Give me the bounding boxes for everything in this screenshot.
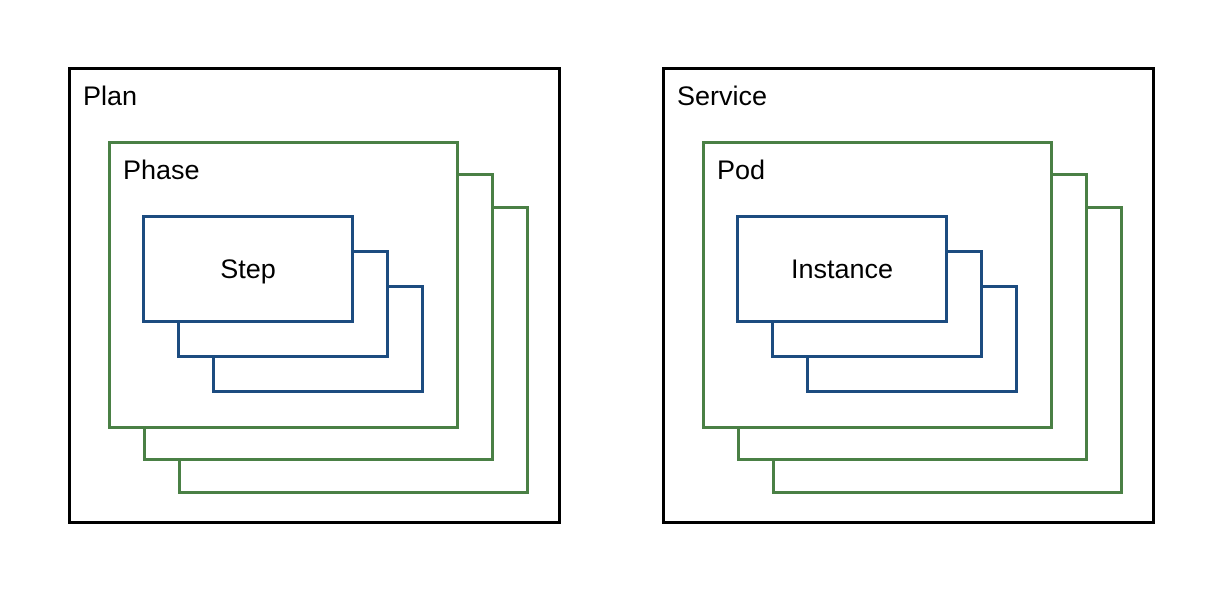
inner-label-step: Step — [220, 253, 276, 284]
middle-label-phase: Phase — [123, 155, 200, 185]
outer-box-plan: Plan Phase Step — [68, 67, 561, 524]
inner-box-step-front: Step — [142, 215, 354, 323]
inner-box-instance-front: Instance — [736, 215, 948, 323]
inner-label-instance: Instance — [790, 253, 894, 284]
middle-box-phase-front: Phase Step — [108, 141, 459, 429]
outer-label-service: Service — [677, 81, 768, 111]
middle-label-pod: Pod — [717, 155, 766, 185]
middle-box-pod-front: Pod Instance — [702, 141, 1053, 429]
outer-label-plan: Plan — [83, 81, 138, 111]
outer-box-service: Service Pod Instance — [662, 67, 1155, 524]
